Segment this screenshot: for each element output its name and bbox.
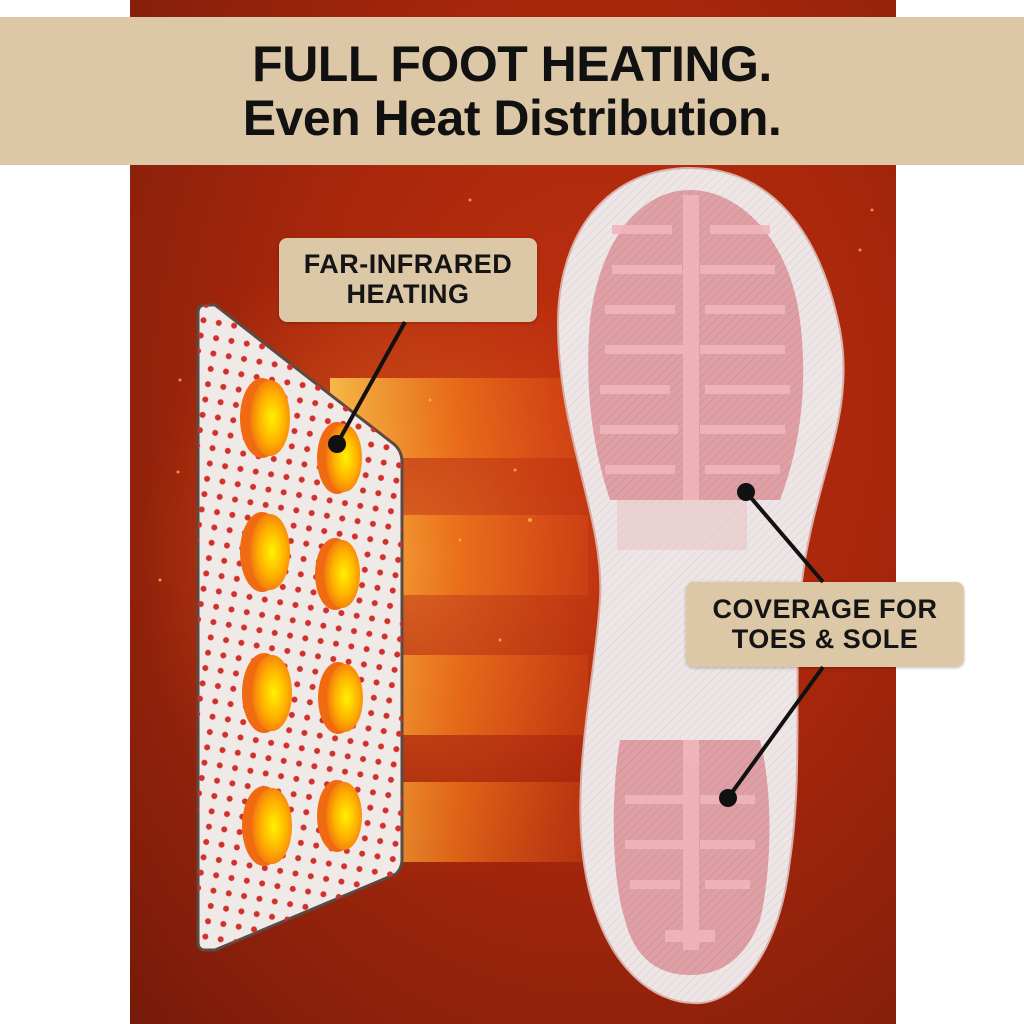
leader-coverage-top — [737, 483, 825, 584]
callout-far-infrared-line-2: HEATING — [346, 279, 470, 309]
heating-disc-icon — [240, 512, 290, 592]
heating-disc-icon — [317, 780, 362, 852]
callout-far-infrared-line-1: FAR-INFRARED — [303, 249, 513, 280]
callout-far-infrared: FAR-INFRARED HEATING — [279, 238, 537, 322]
headline-line-1: FULL FOOT HEATING. — [252, 36, 772, 92]
heating-disc-icon — [315, 538, 360, 610]
heating-disc-icon — [242, 653, 292, 733]
callout-coverage: COVERAGE FOR TOES & SOLE — [686, 582, 964, 667]
sparks — [158, 198, 874, 642]
headline-line-2: Even Heat Distribution. — [242, 90, 782, 146]
heating-disc-icon — [240, 378, 290, 458]
callout-coverage-line-1: COVERAGE FOR — [712, 593, 938, 624]
heating-disc-icon — [318, 662, 363, 734]
callout-coverage-line-2: TOES & SOLE — [731, 623, 919, 654]
heating-disc-icon — [242, 786, 292, 866]
leader-coverage-bottom — [719, 665, 825, 807]
headline-banner: FULL FOOT HEATING. Even Heat Distributio… — [0, 17, 1024, 165]
heating-elements — [240, 378, 363, 866]
leader-far-infrared — [328, 321, 407, 453]
